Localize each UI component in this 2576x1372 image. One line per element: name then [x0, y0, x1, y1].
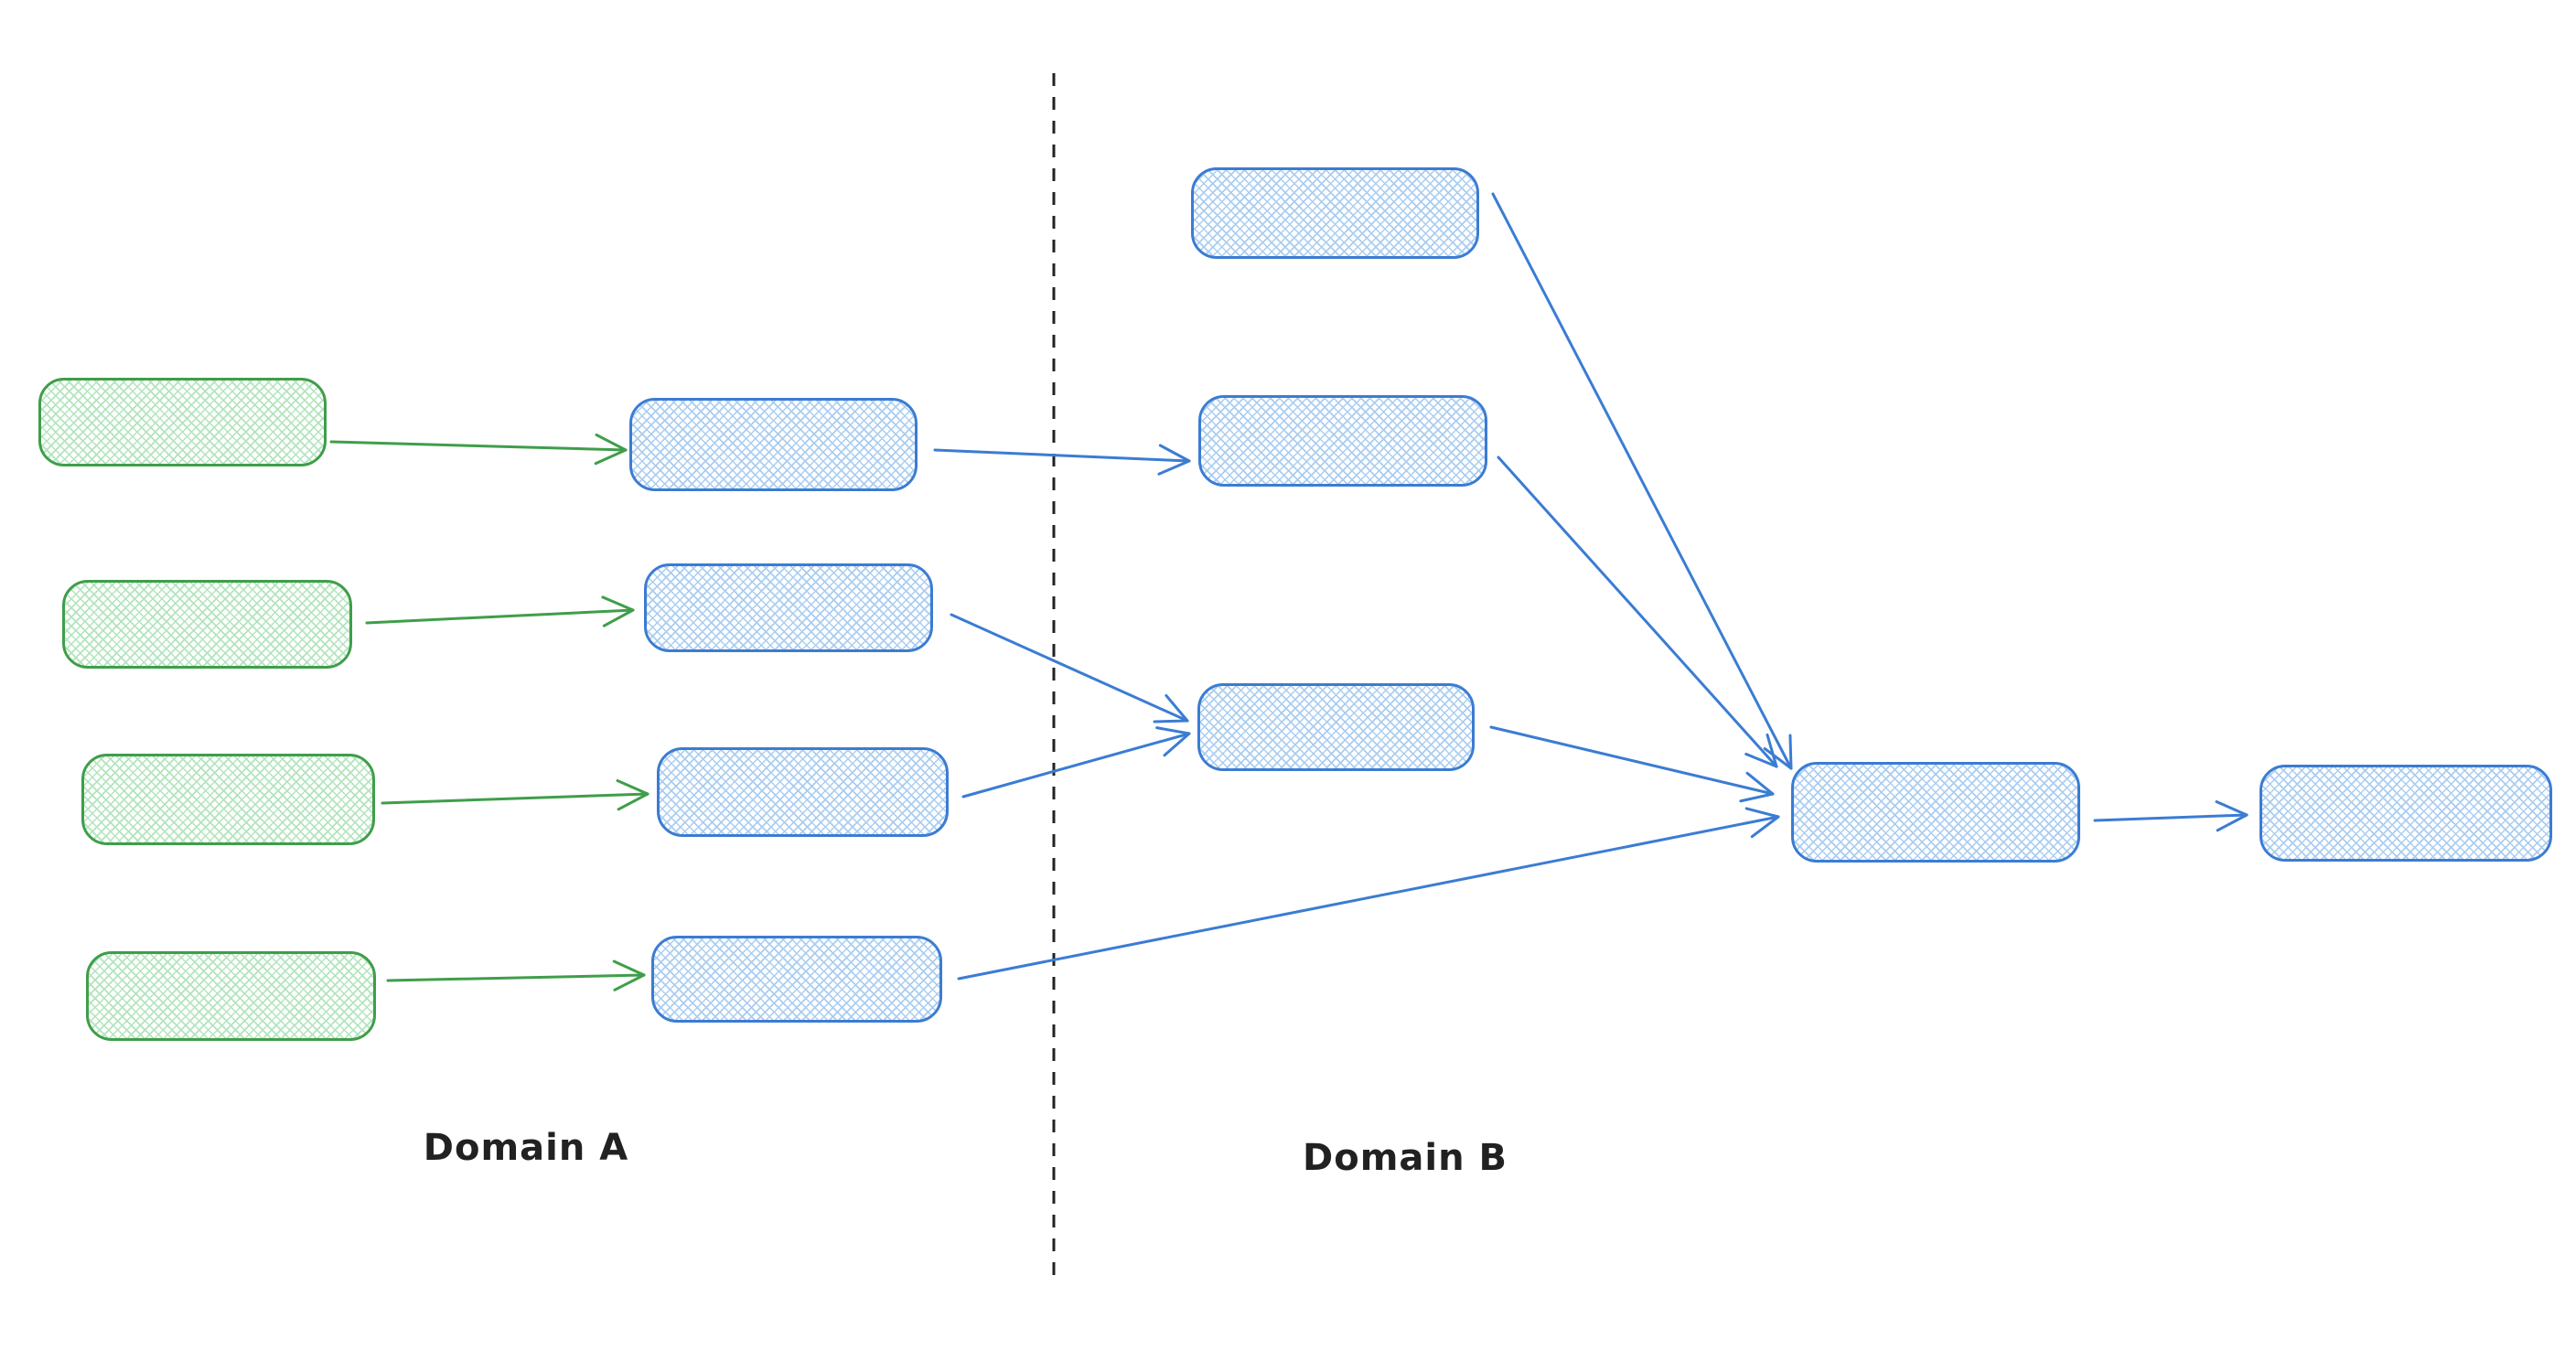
arrow-b2-to-hub[interactable] [1497, 456, 1778, 768]
node-domain-a-target-1[interactable] [629, 398, 918, 491]
node-domain-b-node-2[interactable] [1198, 395, 1487, 487]
arrow-t1-to-b2[interactable] [933, 444, 1191, 476]
arrow-a3-to-t3[interactable] [381, 778, 649, 811]
arrow-a4-to-t4[interactable] [386, 959, 646, 991]
arrow-t3-to-b3[interactable] [961, 726, 1191, 799]
arrow-b3-to-hub[interactable] [1489, 725, 1775, 803]
node-domain-b-final[interactable] [2259, 765, 2552, 862]
arrow-hub-to-final[interactable] [2093, 800, 2249, 832]
node-domain-b-node-1[interactable] [1191, 167, 1479, 259]
label-domain-a[interactable]: Domain A [423, 1127, 629, 1169]
arrow-a2-to-t2[interactable] [365, 595, 635, 627]
node-domain-b-hub[interactable] [1791, 762, 2080, 863]
node-domain-a-source-4[interactable] [86, 951, 376, 1041]
node-domain-a-source-3[interactable] [81, 754, 375, 845]
arrow-t2-to-b3[interactable] [950, 613, 1189, 724]
label-domain-b[interactable]: Domain B [1303, 1137, 1508, 1179]
node-domain-a-target-2[interactable] [644, 563, 933, 652]
node-domain-b-node-3[interactable] [1197, 683, 1475, 771]
node-domain-a-source-1[interactable] [38, 378, 327, 466]
node-domain-a-target-3[interactable] [657, 747, 949, 837]
node-domain-a-source-2[interactable] [62, 580, 352, 669]
arrow-a1-to-t1[interactable] [329, 433, 628, 466]
node-domain-a-target-4[interactable] [651, 936, 942, 1023]
arrow-b1-to-hub[interactable] [1491, 192, 1793, 770]
arrow-t4-to-hub[interactable] [957, 807, 1780, 981]
